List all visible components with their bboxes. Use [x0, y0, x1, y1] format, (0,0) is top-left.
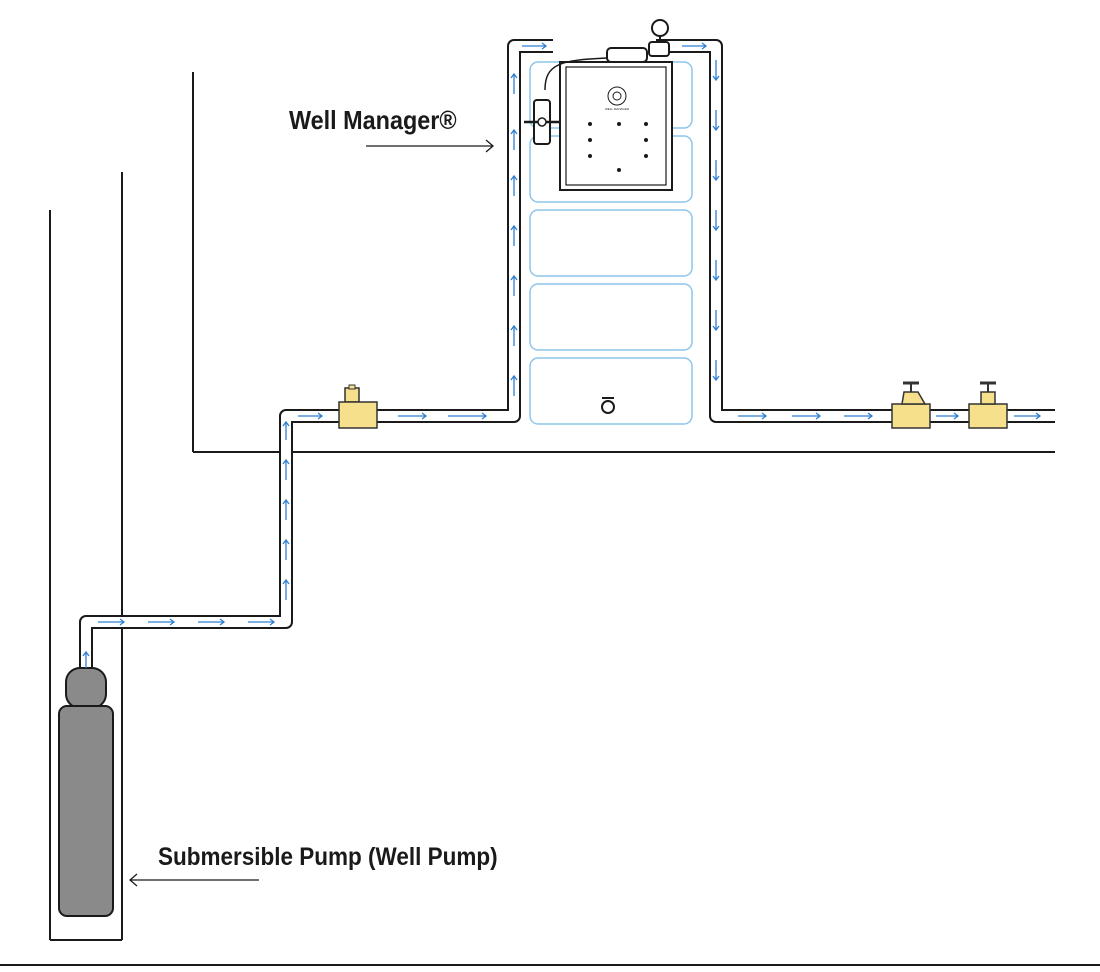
- pressure-gauge-icon: [648, 19, 670, 57]
- inlet-valve: [524, 99, 560, 145]
- pipe-inlet: [79, 39, 553, 670]
- pump-label: Submersible Pump (Well Pump): [158, 843, 498, 871]
- well-manager-label: Well Manager®: [289, 105, 457, 135]
- well-casing: [49, 172, 123, 941]
- pump-icon: [58, 667, 114, 917]
- valve-icon: [891, 381, 931, 429]
- callout-arrow-pump: [129, 873, 259, 887]
- drain-icon: [601, 397, 615, 414]
- valve-icon: [968, 381, 1008, 429]
- tee-fitting-icon: [338, 384, 378, 429]
- house-wall: [192, 72, 1055, 453]
- well-manager-logo: WELL MANAGER: [605, 86, 630, 111]
- control-unit: WELL MANAGER: [559, 61, 673, 191]
- pressure-switch: [544, 47, 648, 91]
- logo-text: WELL MANAGER: [605, 107, 630, 111]
- flow-arrows: [82, 42, 1042, 668]
- callout-arrow-well-manager: [366, 139, 494, 153]
